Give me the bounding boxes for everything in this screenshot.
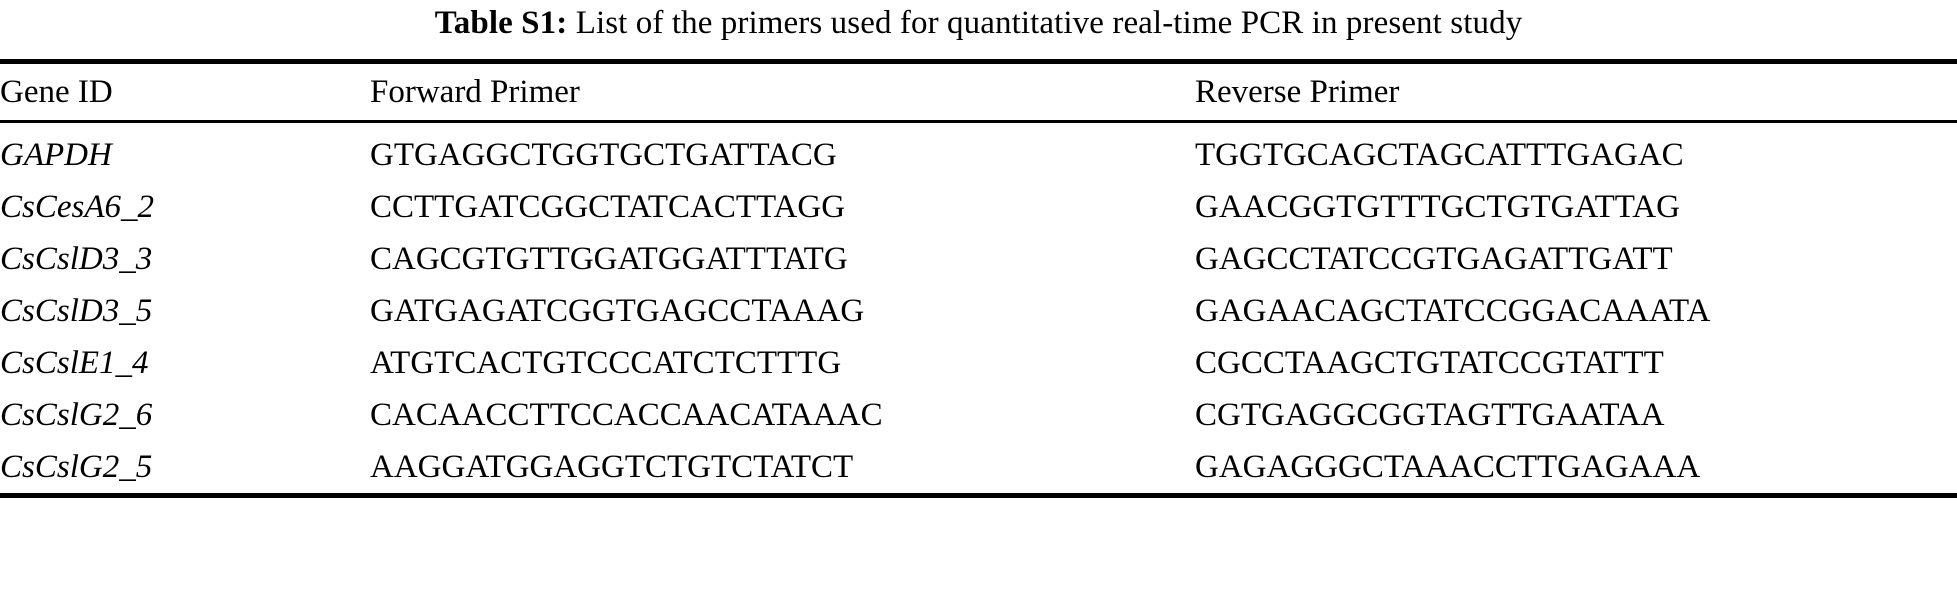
cell-reverse-primer: GAACGGTGTTTGCTGTGATTAG — [1195, 189, 1680, 226]
cell-forward-primer: GATGAGATCGGTGAGCCTAAAG — [370, 293, 865, 330]
header-row: Gene ID Forward Primer Reverse Primer — [0, 64, 1957, 120]
column-header-reverse-primer: Reverse Primer — [1195, 74, 1400, 111]
cell-gene-id: CsCslG2_5 — [0, 449, 153, 486]
table-row: CsCslD3_3 CAGCGTGTTGGATGGATTTATG GAGCCTA… — [0, 233, 1957, 285]
cell-forward-primer: ATGTCACTGTCCCATCTCTTTG — [370, 345, 842, 382]
table-row: CsCslG2_6 CACAACCTTCCACCAACATAAAC CGTGAG… — [0, 389, 1957, 441]
table-row: CsCesA6_2 CCTTGATCGGCTATCACTTAGG GAACGGT… — [0, 181, 1957, 233]
cell-gene-id: CsCslD3_5 — [0, 293, 153, 330]
table-caption: Table S1: List of the primers used for q… — [0, 0, 1957, 41]
column-header-gene-id: Gene ID — [0, 74, 113, 111]
table-row: CsCslG2_5 AAGGATGGAGGTCTGTCTATCT GAGAGGG… — [0, 441, 1957, 493]
cell-gene-id: CsCesA6_2 — [0, 189, 155, 226]
table-top-rule — [0, 59, 1957, 65]
cell-reverse-primer: GAGCCTATCCGTGAGATTGATT — [1195, 241, 1673, 278]
primer-table-body: GAPDH GTGAGGCTGGTGCTGATTACG TGGTGCAGCTAG… — [0, 123, 1957, 493]
table-header-rule — [0, 120, 1957, 124]
table-bottom-rule — [0, 493, 1957, 499]
cell-reverse-primer: CGTGAGGCGGTAGTTGAATAA — [1195, 397, 1665, 434]
cell-reverse-primer: GAGAACAGCTATCCGGACAAATA — [1195, 293, 1711, 330]
table-body: GAPDH GTGAGGCTGGTGCTGATTACG TGGTGCAGCTAG… — [0, 123, 1957, 493]
table-row: CsCslD3_5 GATGAGATCGGTGAGCCTAAAG GAGAACA… — [0, 285, 1957, 337]
primer-table: Gene ID Forward Primer Reverse Primer — [0, 64, 1957, 120]
cell-reverse-primer: GAGAGGGCTAAACCTTGAGAAA — [1195, 449, 1701, 486]
cell-reverse-primer: CGCCTAAGCTGTATCCGTATTT — [1195, 345, 1664, 382]
cell-reverse-primer: TGGTGCAGCTAGCATTTGAGAC — [1195, 137, 1684, 174]
cell-forward-primer: CCTTGATCGGCTATCACTTAGG — [370, 189, 846, 226]
cell-forward-primer: CACAACCTTCCACCAACATAAAC — [370, 397, 883, 434]
table-row: CsCslE1_4 ATGTCACTGTCCCATCTCTTTG CGCCTAA… — [0, 337, 1957, 389]
cell-forward-primer: AAGGATGGAGGTCTGTCTATCT — [370, 449, 854, 486]
table-row: GAPDH GTGAGGCTGGTGCTGATTACG TGGTGCAGCTAG… — [0, 123, 1957, 181]
column-header-forward-primer: Forward Primer — [370, 74, 580, 111]
cell-gene-id: CsCslD3_3 — [0, 241, 153, 278]
caption-text: List of the primers used for quantitativ… — [575, 5, 1523, 41]
cell-gene-id: CsCslG2_6 — [0, 397, 153, 434]
cell-gene-id: CsCslE1_4 — [0, 345, 149, 382]
cell-forward-primer: GTGAGGCTGGTGCTGATTACG — [370, 137, 837, 174]
caption-label: Table S1: — [434, 5, 568, 41]
cell-gene-id: GAPDH — [0, 137, 112, 174]
table-header: Gene ID Forward Primer Reverse Primer — [0, 64, 1957, 120]
cell-forward-primer: CAGCGTGTTGGATGGATTTATG — [370, 241, 848, 278]
